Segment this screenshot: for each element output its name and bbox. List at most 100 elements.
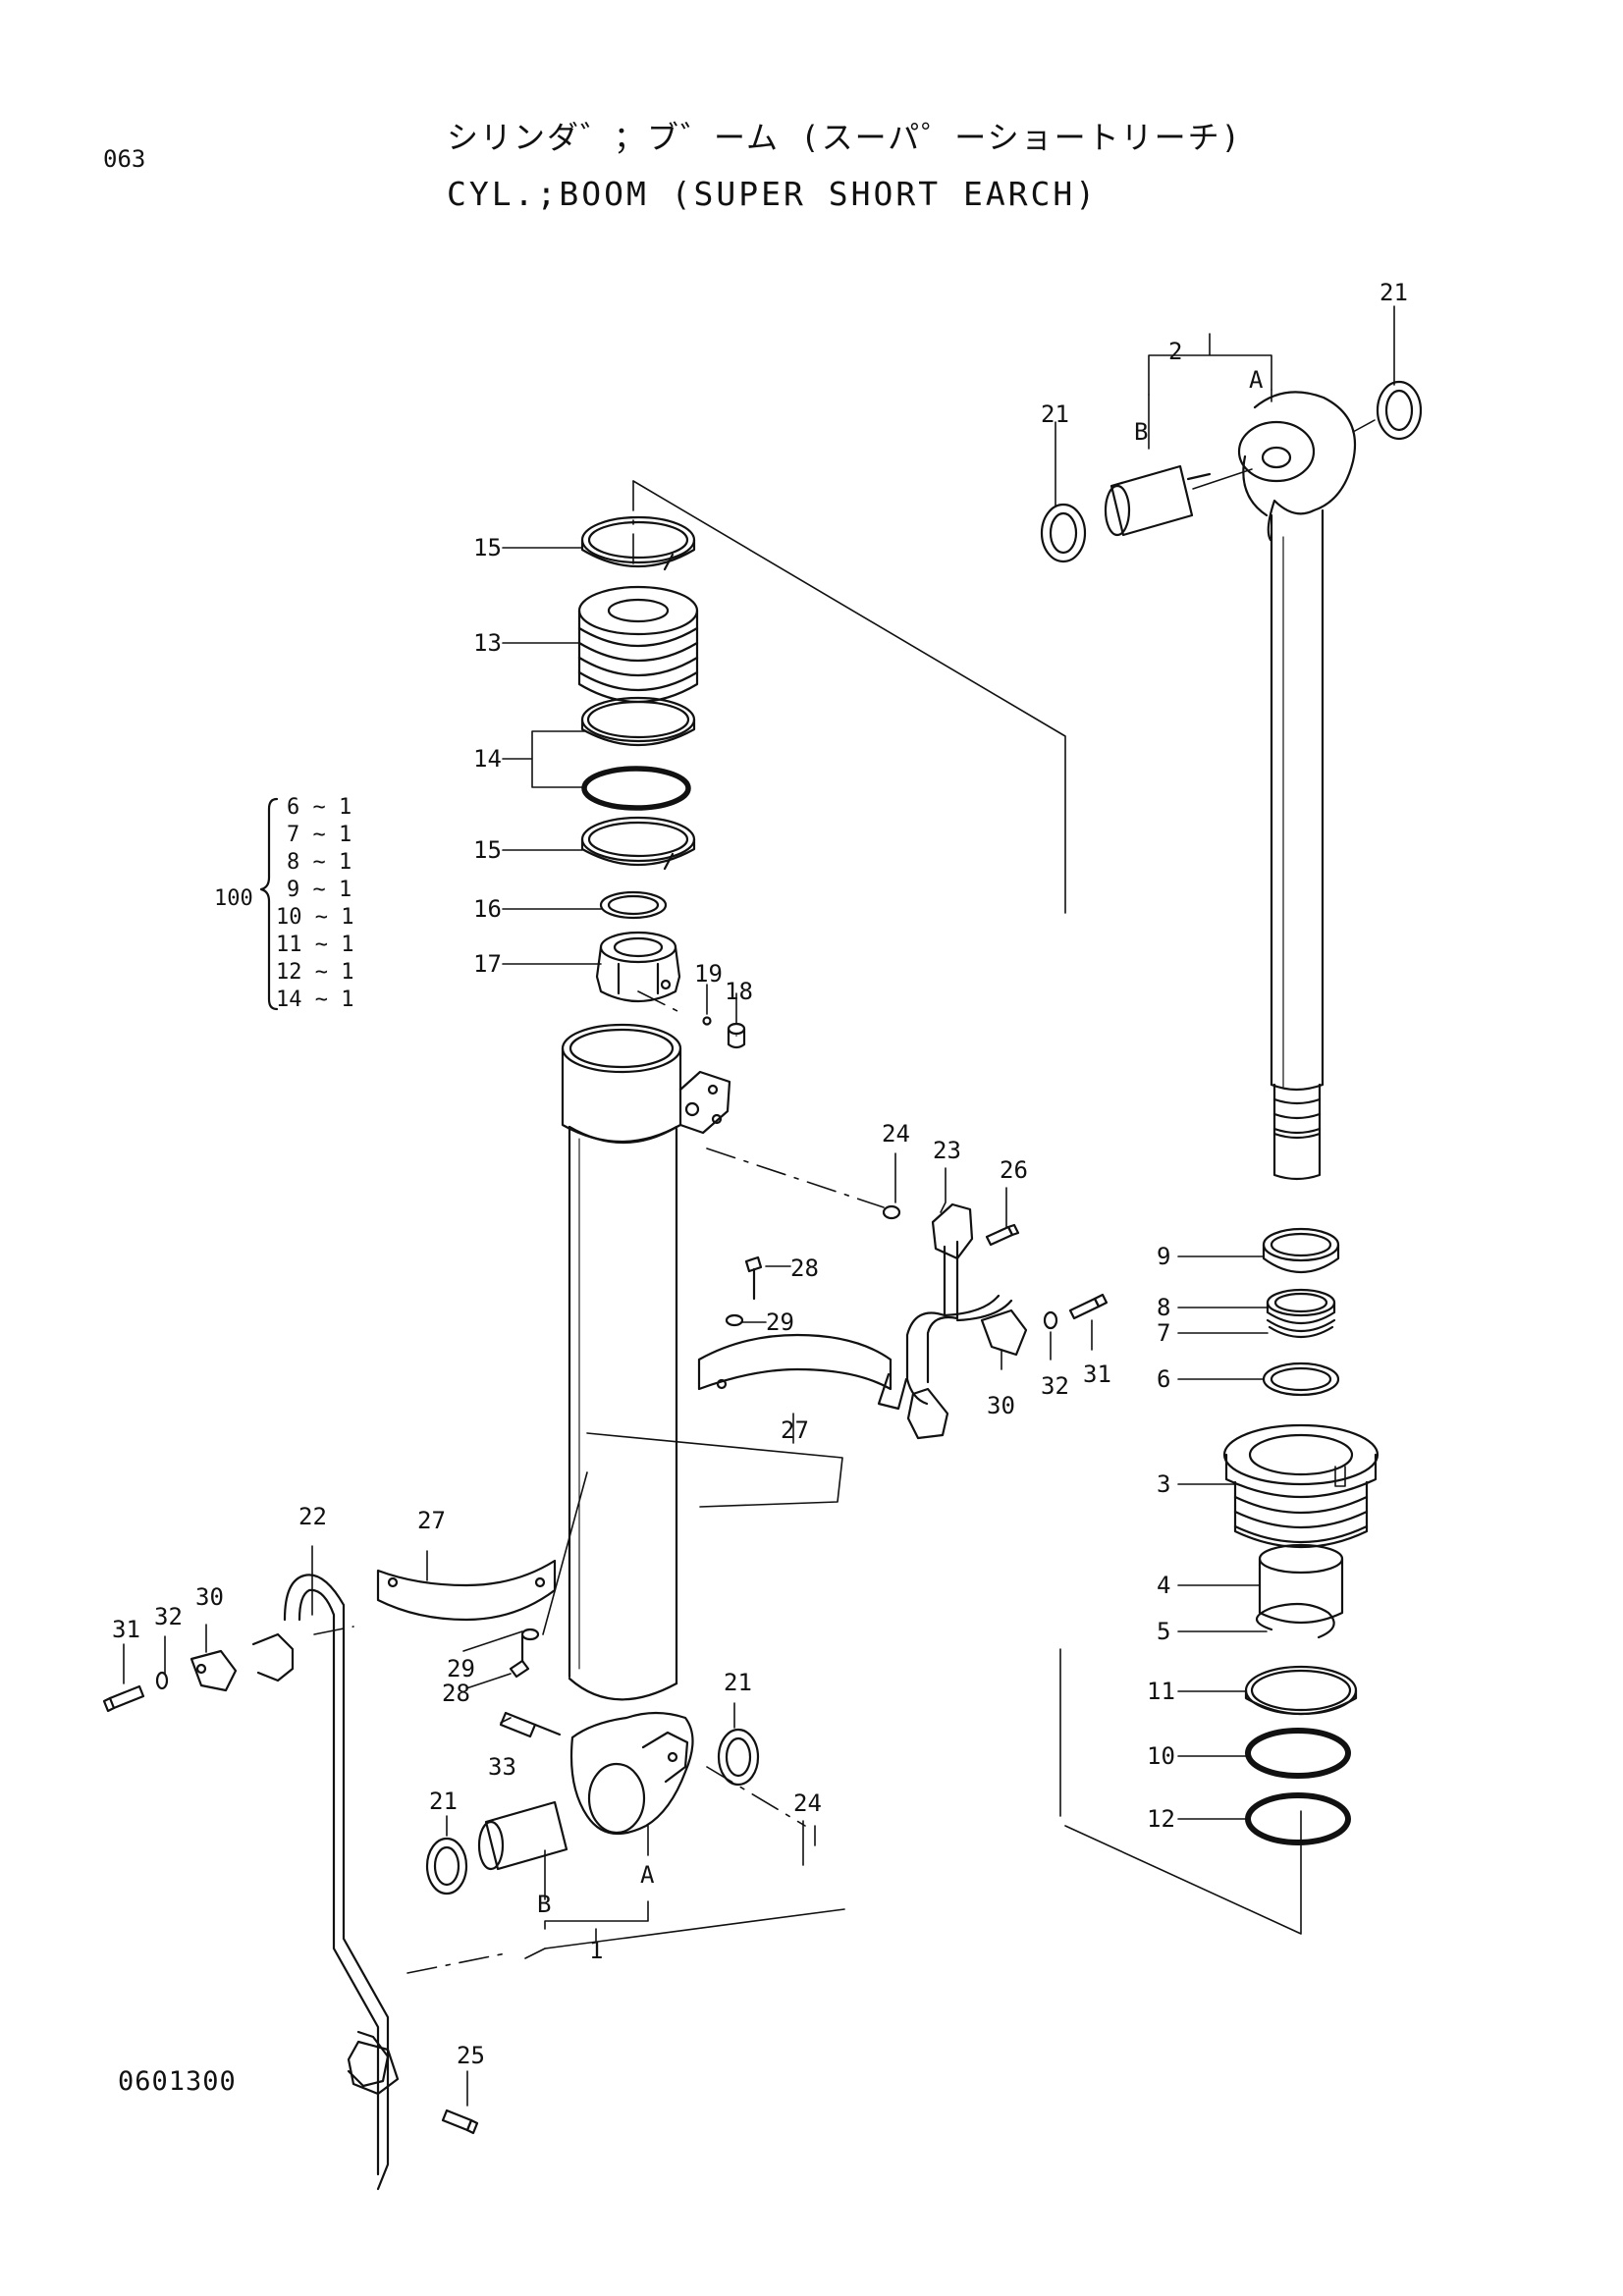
- kit-entry: 8 ~ 1: [287, 850, 352, 875]
- callout-29-right: 29: [766, 1308, 794, 1336]
- kit-entry: 6 ~ 1: [287, 795, 352, 820]
- bolt-25: [441, 2109, 479, 2135]
- bolt-31b: [102, 1684, 145, 1713]
- drawing-number: 0601300: [118, 2066, 237, 2097]
- piston-13: [577, 585, 699, 704]
- bolt-31a: [1068, 1293, 1109, 1320]
- callout-16: 16: [473, 895, 502, 923]
- callout-5: 5: [1157, 1618, 1170, 1645]
- callout-32-right: 32: [1041, 1372, 1069, 1400]
- kit-bracket: [259, 797, 279, 1011]
- callout-19: 19: [694, 960, 723, 988]
- callout-b-tube: B: [537, 1891, 551, 1918]
- callout-14: 14: [473, 745, 502, 773]
- callout-13: 13: [473, 629, 502, 657]
- clamp-25-bottom: [347, 2040, 400, 2096]
- tube-end-eye: [569, 1711, 694, 1836]
- callout-11: 11: [1147, 1678, 1175, 1705]
- title-japanese: シリンダ゛；ブ゛ーム (スーパ゜ーショートリーチ): [447, 119, 1242, 156]
- callout-25: 25: [457, 2042, 485, 2069]
- callout-8: 8: [1157, 1294, 1170, 1321]
- callout-33: 33: [488, 1753, 516, 1781]
- callout-27-left: 27: [417, 1507, 446, 1534]
- callout-b-rod: B: [1134, 418, 1148, 446]
- callout-15-upper: 15: [473, 534, 502, 561]
- bushing-4: [1258, 1543, 1344, 1625]
- callout-22: 22: [298, 1503, 327, 1530]
- pipe-23: [905, 1202, 974, 1440]
- callout-29-left: 29: [447, 1655, 475, 1682]
- callout-2: 2: [1168, 338, 1182, 365]
- callout-31-left: 31: [112, 1616, 140, 1643]
- callout-12: 12: [1147, 1805, 1175, 1833]
- oring-10: [1245, 1728, 1351, 1779]
- rod-assembly: [1237, 391, 1357, 1181]
- callout-17: 17: [473, 950, 502, 978]
- callout-26: 26: [1000, 1156, 1028, 1184]
- ball-19: [702, 1016, 712, 1026]
- callout-7: 7: [1157, 1319, 1170, 1347]
- page-number: 063: [103, 145, 146, 173]
- nut-17: [595, 931, 681, 1003]
- clamp-27a: [697, 1333, 908, 1411]
- ring-11: [1244, 1665, 1358, 1716]
- seal-8: [1266, 1288, 1336, 1324]
- clamp-30a: [980, 1308, 1028, 1357]
- seal-7: [1266, 1318, 1336, 1338]
- cylinder-tube: [561, 1023, 731, 1701]
- kit-entry: 9 ~ 1: [287, 878, 352, 902]
- kit-entry: 10 ~ 1: [276, 905, 353, 930]
- rod-cover-3: [1222, 1423, 1380, 1549]
- clamp-30b: [189, 1649, 238, 1692]
- washer-29b: [520, 1628, 540, 1641]
- oring-14b: [581, 766, 691, 811]
- callout-10: 10: [1147, 1742, 1175, 1770]
- callout-27-right: 27: [781, 1416, 809, 1444]
- leader-lines: [123, 305, 1395, 2107]
- wear-ring-15b: [580, 816, 696, 871]
- kit-entry: 7 ~ 1: [287, 823, 352, 847]
- seal-9: [1262, 1227, 1340, 1274]
- callout-30-right: 30: [987, 1392, 1015, 1419]
- leader-frame-lines: [524, 480, 1302, 1959]
- pipe-22: [251, 1574, 390, 2191]
- screw-18: [727, 1022, 746, 1049]
- washer-29a: [725, 1313, 744, 1327]
- assembly-lines: [313, 480, 1061, 1974]
- callout-24-lower: 24: [793, 1789, 822, 1817]
- kit-label: 100: [214, 886, 253, 911]
- bolt-28b: [509, 1634, 530, 1679]
- snap-ring-5: [1255, 1602, 1335, 1639]
- title-english: CYL.;BOOM (SUPER SHORT EARCH): [447, 175, 1099, 213]
- kit-list: 100 6 ~ 1 7 ~ 1 8 ~ 1 9 ~ 1 10 ~ 1 11 ~ …: [214, 795, 353, 1012]
- kit-entry: 11 ~ 1: [276, 933, 353, 957]
- pipe-run-right: [943, 1294, 1013, 1322]
- callout-9: 9: [1157, 1243, 1170, 1270]
- callout-28-left: 28: [442, 1680, 470, 1707]
- callout-18: 18: [725, 978, 753, 1005]
- callout-15-lower: 15: [473, 836, 502, 864]
- rod-bushing-b: [1104, 464, 1212, 537]
- callout-30-left: 30: [195, 1583, 224, 1611]
- oring-12: [1245, 1792, 1351, 1845]
- rod-ring-21a: [1040, 503, 1087, 563]
- ring-6: [1262, 1362, 1340, 1397]
- callout-a-tube: A: [640, 1861, 655, 1889]
- callout-labels: 2 A B 21 21 15 13 14 15 16 17 19 18 9 8 …: [112, 279, 1408, 2069]
- clamp-27b: [376, 1559, 557, 1622]
- washer-32b: [155, 1671, 169, 1690]
- callout-3: 3: [1157, 1470, 1170, 1498]
- ring-16: [599, 890, 668, 920]
- callout-4: 4: [1157, 1572, 1170, 1599]
- callout-6: 6: [1157, 1365, 1170, 1393]
- callout-21-tube-left: 21: [429, 1788, 458, 1815]
- grease-fitting-33: [499, 1711, 562, 1738]
- kit-entry: 12 ~ 1: [276, 960, 353, 985]
- kit-entry: 14 ~ 1: [276, 988, 353, 1012]
- callout-21-rod-left: 21: [1041, 400, 1069, 428]
- callout-21-rod-right: 21: [1380, 279, 1408, 306]
- ring-14a: [580, 696, 696, 747]
- bolt-28a: [744, 1255, 763, 1301]
